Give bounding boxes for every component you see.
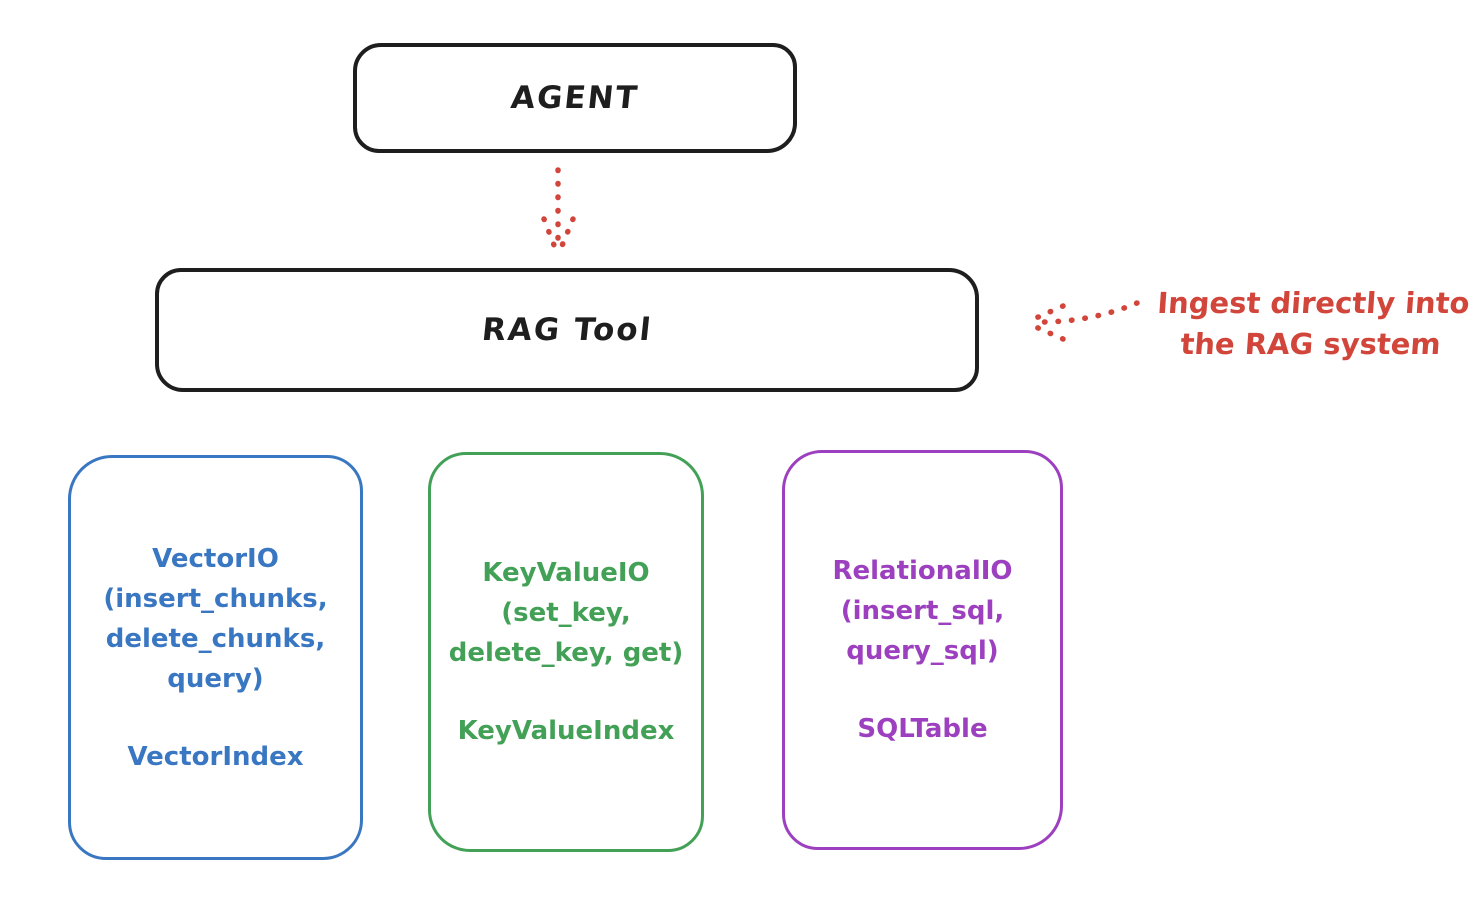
key-value-io-box: KeyValueIO (set_key, delete_key, get) Ke… [428, 452, 704, 852]
ingest-annotation: Ingest directly into the RAG system [1137, 283, 1484, 365]
agent-label: AGENT [509, 80, 641, 116]
vector-io-title: VectorIO [152, 543, 279, 574]
rag-tool-box: RAG Tool [155, 268, 979, 392]
ingest-annotation-line2: the RAG system [1179, 327, 1442, 361]
sql-table-label: SQLTable [857, 714, 988, 744]
relational-io-arg2: query_sql) [846, 636, 999, 666]
ingest-annotation-line1: Ingest directly into [1156, 286, 1471, 320]
key-value-io-title: KeyValueIO [482, 558, 650, 588]
vector-io-arg1: (insert_chunks, [103, 583, 328, 614]
key-value-index-label: KeyValueIndex [457, 716, 675, 746]
relational-io-arg1: (insert_sql, [840, 596, 1005, 626]
agent-to-rag-arrow [541, 167, 576, 256]
relational-io-box: RelationalIO (insert_sql, query_sql) SQL… [782, 450, 1063, 850]
rag-tool-label: RAG Tool [479, 312, 655, 348]
agent-box: AGENT [353, 43, 797, 153]
key-value-io-arg1: (set_key, [501, 598, 631, 628]
vector-io-box: VectorIO (insert_chunks, delete_chunks, … [68, 455, 363, 860]
key-value-io-arg2: delete_key, get) [448, 638, 684, 668]
vector-io-arg2: delete_chunks, [105, 623, 326, 654]
ingest-arrow [1024, 300, 1140, 342]
vector-index-label: VectorIndex [127, 741, 304, 772]
relational-io-title: RelationalIO [832, 556, 1013, 586]
vector-io-arg3: query) [167, 663, 264, 694]
